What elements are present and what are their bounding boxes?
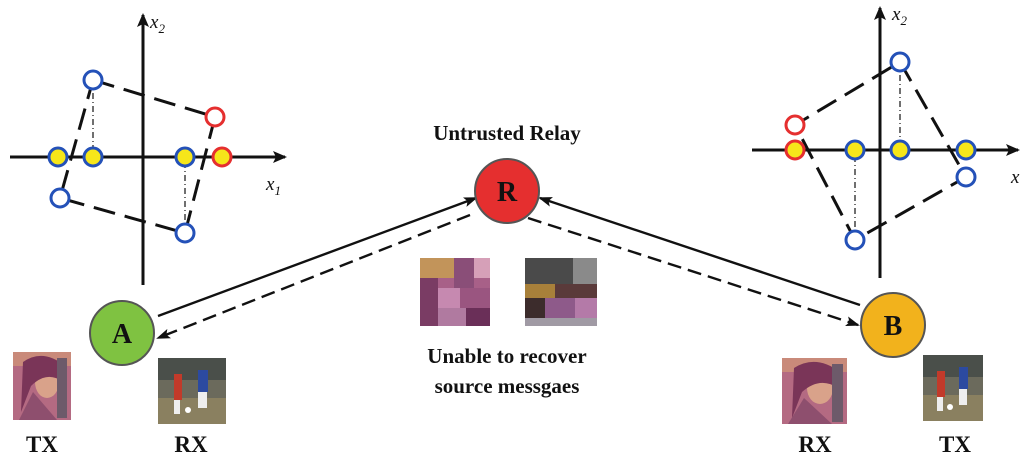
right-point-yellow [889,139,911,161]
left-point-yellow [82,146,104,168]
left-point-yellow [47,146,69,168]
node-b-circle [860,292,926,358]
left-point-red [204,106,226,128]
left-point-blue [82,69,104,91]
left-point-blue [174,222,196,244]
node-b-rx-label: RX [798,432,832,457]
relay-to-b-arrow [527,216,860,327]
node-a: A [89,300,155,366]
relay-message-line1: Unable to recover [427,344,586,368]
b-to-relay-arrow [538,196,861,307]
relay-to-a-arrow [156,213,471,340]
scrambled-image-1 [420,258,490,326]
node-b: B [860,292,926,358]
node-b-tx-label: TX [939,432,971,457]
right-x1-label: x [1010,167,1020,188]
right-constellation: x2 x [752,4,1020,278]
relay-node: Untrusted Relay R [433,121,581,224]
left-x1-label: x1 [265,174,281,198]
relay-circle [474,158,540,224]
right-point-red [784,114,806,136]
right-point-yellow [955,139,977,161]
node-b-label: B [884,311,903,342]
right-point-yellow-red [784,139,806,161]
relay-message-line2: source messgaes [435,374,580,398]
lena-image-a [13,352,71,420]
lena-image-b [782,358,847,424]
relay-label: R [497,177,518,208]
left-x2-label: x2 [149,12,165,36]
scrambled-image-2 [525,258,597,326]
left-constellation: x2 x1 [10,12,287,285]
left-point-yellow [174,146,196,168]
node-a-tx-label: TX [26,432,58,457]
node-a-label: A [112,319,133,350]
soccer-image-b [923,355,983,421]
left-dashed-quad [58,78,217,235]
right-x2-label: x2 [891,4,907,28]
left-point-blue [49,187,71,209]
node-a-circle [89,300,155,366]
node-a-rx-label: RX [174,432,208,457]
links [156,196,861,340]
right-point-blue [889,51,911,73]
right-point-yellow [844,139,866,161]
right-point-blue [955,166,977,188]
left-point-yellow-red [211,146,233,168]
soccer-image-a [158,358,226,424]
a-to-relay-arrow [157,196,478,318]
right-point-blue [844,229,866,251]
relay-title: Untrusted Relay [433,121,581,145]
